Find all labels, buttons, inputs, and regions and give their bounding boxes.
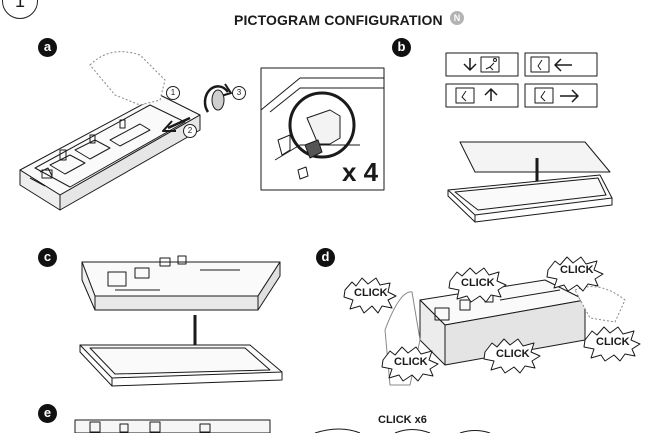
- panel-e-housing: [74, 419, 271, 433]
- panel-b-insert-sheet: [447, 141, 613, 223]
- step-e-marker: e: [38, 404, 57, 423]
- panel-c-housing: [81, 255, 281, 311]
- click-label: CLICK: [496, 348, 530, 360]
- panel-c-frame: [79, 344, 283, 387]
- callout-1: 1: [166, 86, 180, 100]
- click-label: CLICK: [394, 356, 428, 368]
- step-b-marker: b: [392, 38, 411, 57]
- panel-d-click-bursts: [343, 256, 641, 382]
- click-count-label: CLICK x6: [378, 414, 427, 426]
- step-c-marker: c: [38, 248, 57, 267]
- panel-a-hand: [89, 51, 166, 106]
- click-label: CLICK: [596, 336, 630, 348]
- page-title: PICTOGRAM CONFIGURATION: [234, 12, 443, 28]
- variant-badge: N: [450, 11, 464, 25]
- panel-b-pictogram-options: [445, 52, 598, 108]
- detail-count-label: x 4: [342, 157, 379, 187]
- panel-a-housing: [19, 94, 201, 211]
- callout-3: 3: [232, 86, 246, 100]
- click-label: CLICK: [560, 264, 594, 276]
- click-label: CLICK: [461, 277, 495, 289]
- click-label: CLICK: [354, 287, 388, 299]
- panel-e-click-bursts-partial: [314, 428, 491, 433]
- header-step-number: 1: [14, 0, 25, 11]
- callout-2: 2: [183, 124, 197, 138]
- panel-a-arrows: [162, 83, 232, 132]
- panel-d-assembly: [419, 279, 586, 366]
- step-a-marker: a: [38, 38, 57, 57]
- panel-a-detail-frame: [260, 67, 385, 191]
- step-d-marker: d: [316, 248, 335, 267]
